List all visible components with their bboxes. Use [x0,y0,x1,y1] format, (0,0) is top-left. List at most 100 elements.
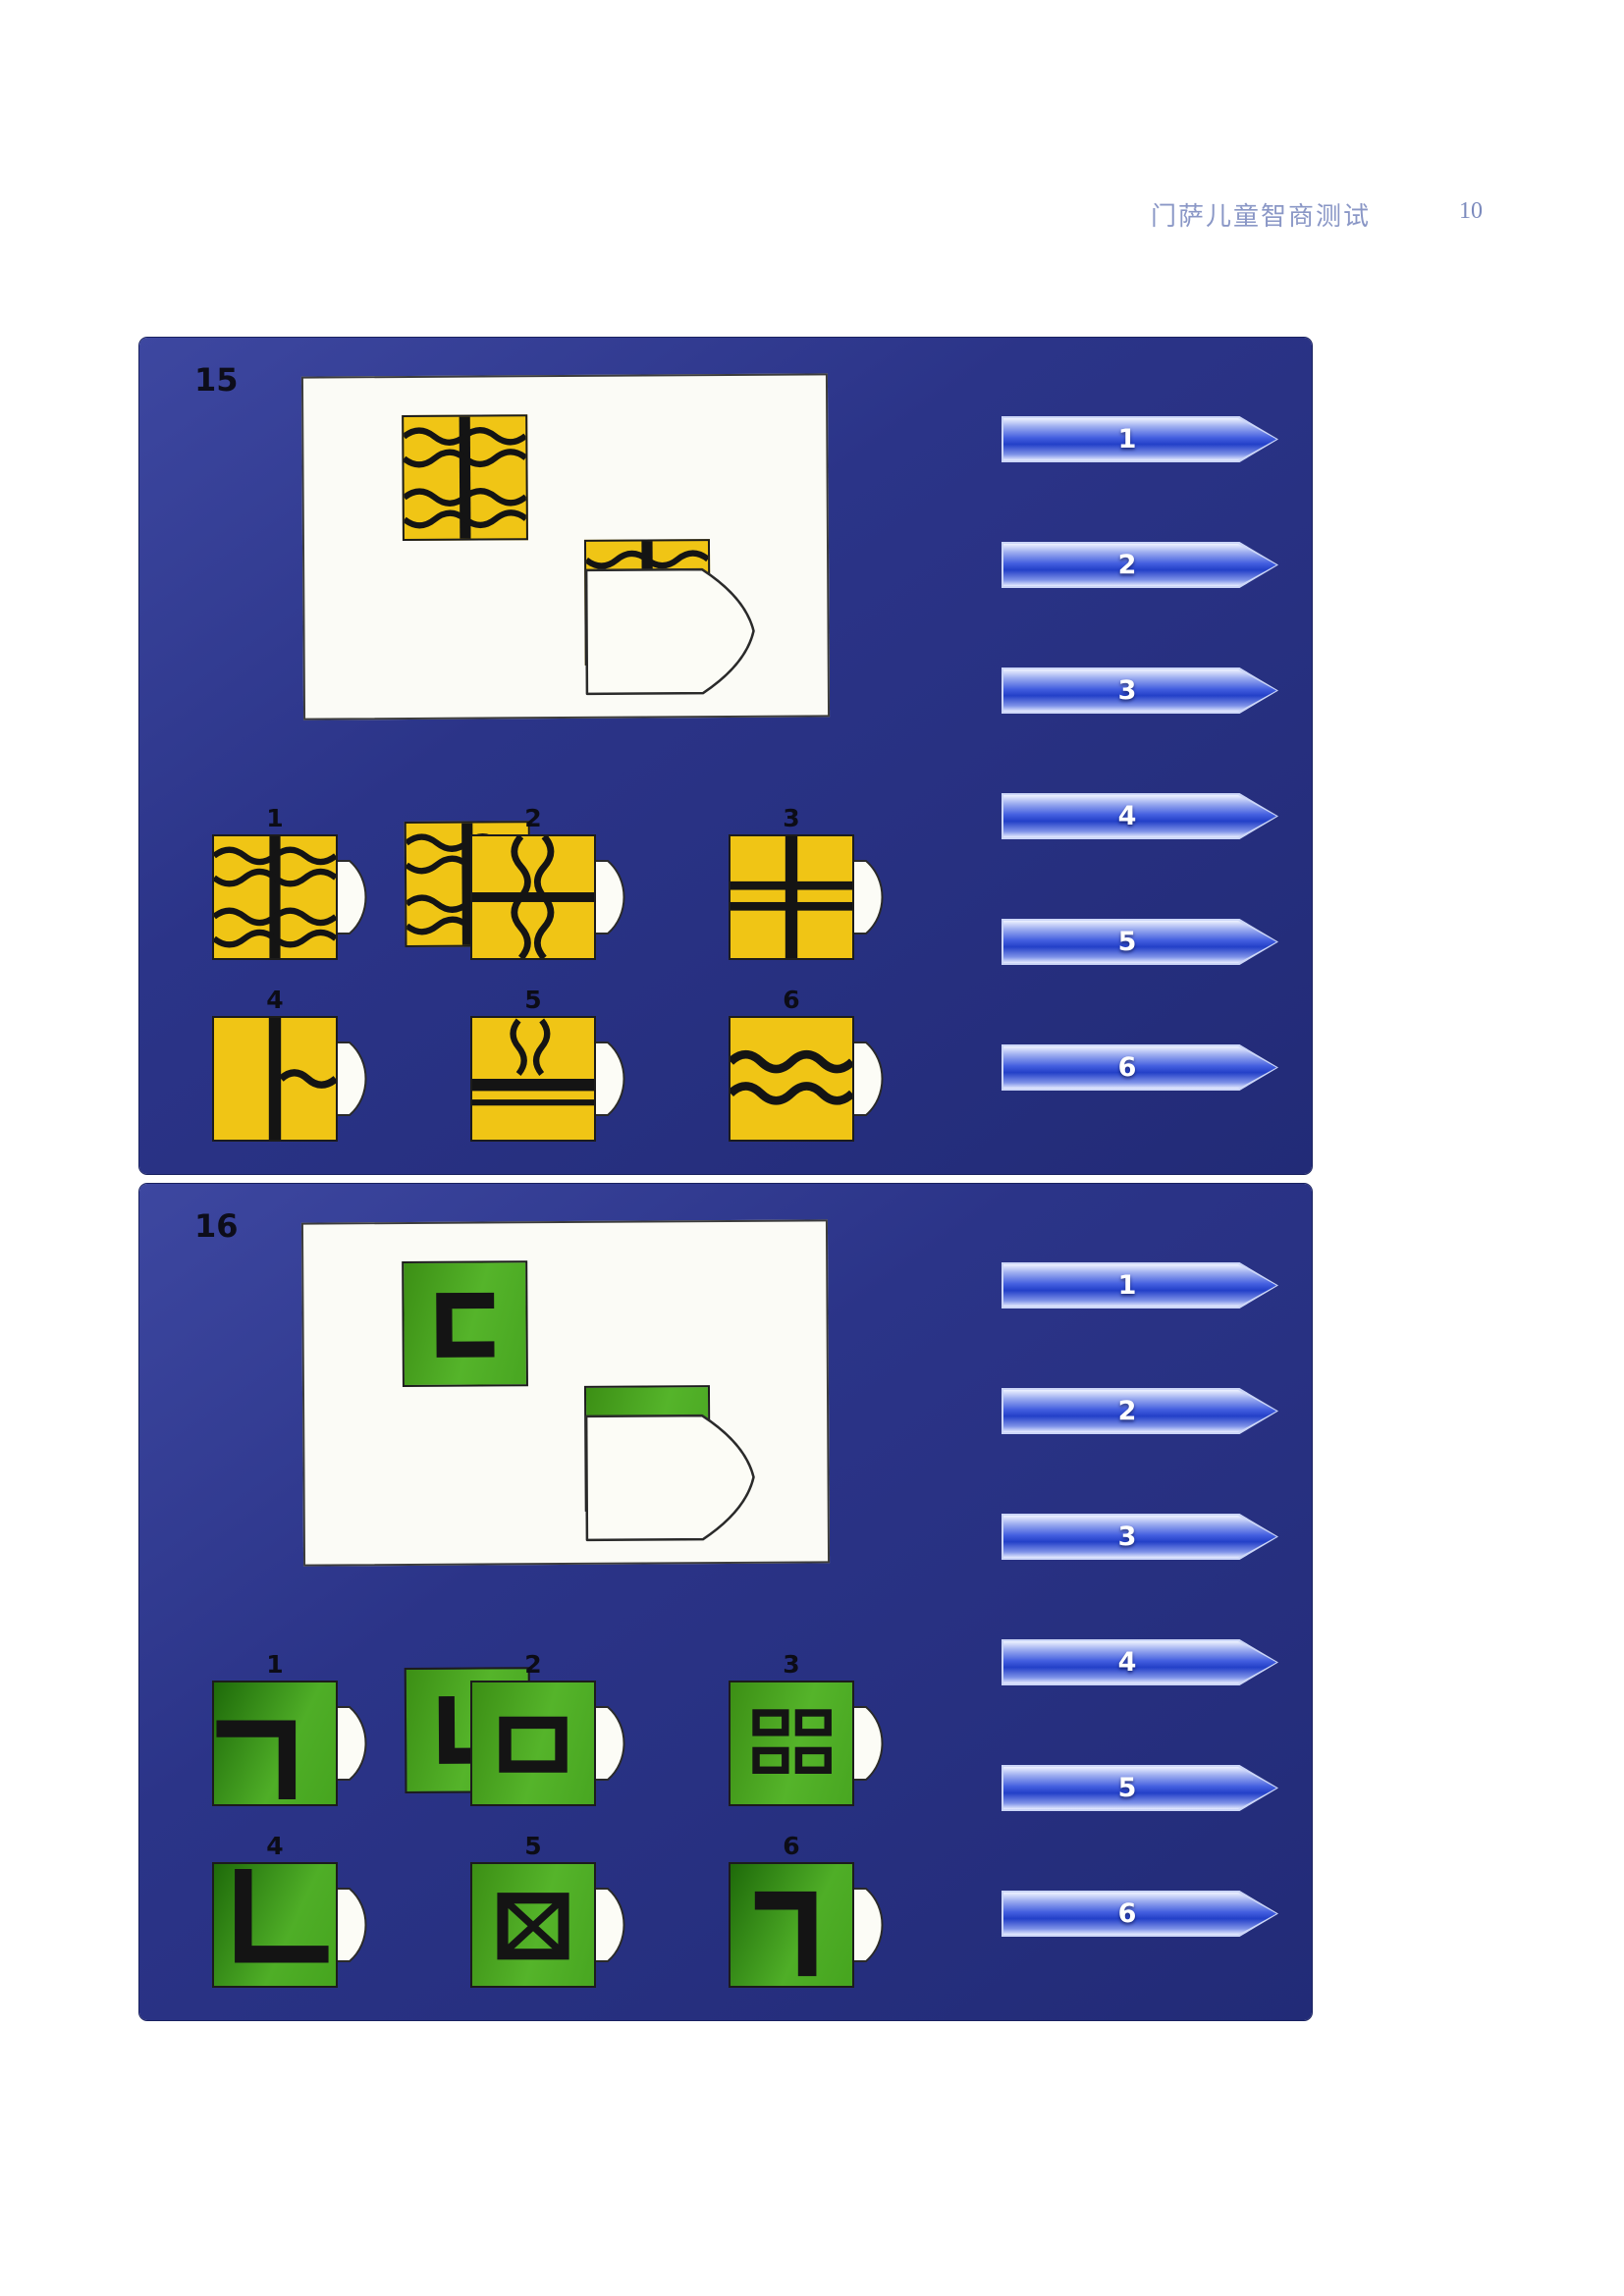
pattern-open-square-bracket-right [436,1292,495,1358]
blank-arrow-piece [584,1414,755,1542]
button-label: 4 [1117,801,1137,831]
option-tile-3[interactable] [729,834,899,960]
question-15-panel: 15 [139,338,1312,1174]
pattern-vertical-bar-right-wave [268,1018,336,1140]
button-fill [1003,544,1276,586]
answer-buttons-group: 1 2 3 4 5 6 [1001,416,1278,1091]
option-2: 2 [470,1651,641,1810]
option-1: 1 [212,805,383,964]
button-label: 3 [1117,1522,1137,1552]
pattern-horizontal-bars-top-waves [472,1018,594,1106]
answer-button-3[interactable]: 3 [1001,1514,1278,1560]
button-fill [1003,921,1276,963]
option-number: 4 [266,986,284,1014]
pattern-l-shape-bottom-left [235,1868,329,1963]
question-16-panel: 1 6 1 [139,1184,1312,2020]
button-fill [1003,1641,1276,1683]
option-tile-5[interactable] [470,1862,641,1988]
option-number: 1 [266,804,284,832]
option-number: 1 [266,1650,284,1679]
answer-button-5[interactable]: 5 [1001,1765,1278,1811]
option-tile-4[interactable] [212,1016,383,1142]
option-tile-4[interactable] [212,1862,383,1988]
option-2: 2 [470,805,641,964]
option-tile-square [729,1016,854,1142]
missing-piece-slot [584,566,758,697]
piece-tab-icon [594,1681,637,1806]
option-tile-5[interactable] [470,1016,641,1142]
button-label: 6 [1117,1898,1137,1929]
button-fill [1003,795,1276,837]
answer-buttons-group: 1 2 3 4 5 6 [1001,1262,1278,1937]
option-tile-square [729,1681,854,1806]
option-tile-square [470,1681,596,1806]
pattern-corner-top-right-thick [754,1891,817,1977]
page-number: 10 [1459,198,1483,224]
pattern-four-small-hollow-rectangles [752,1709,832,1774]
option-tile-6[interactable] [729,1862,899,1988]
piece-tab-icon [852,1862,895,1988]
button-fill [1003,1046,1276,1089]
pattern-trunk-wavy-branches [214,836,336,958]
option-tile-square [729,834,854,960]
pattern-rectangle-with-x [497,1893,569,1960]
button-fill [1003,1264,1276,1307]
answer-button-1[interactable]: 1 [1001,416,1278,462]
pattern-horizontal-bar-vertical-waves [472,836,594,958]
option-tile-1[interactable] [212,834,383,960]
option-tile-2[interactable] [470,834,641,960]
answer-button-5[interactable]: 5 [1001,919,1278,965]
piece-tab-icon [336,1016,379,1142]
button-label: 3 [1117,675,1137,706]
option-tile-2[interactable] [470,1681,641,1806]
answer-button-2[interactable]: 2 [1001,542,1278,588]
option-number: 5 [524,986,542,1014]
option-4: 4 [212,987,383,1146]
question-number: 15 [194,361,239,399]
option-tile-1[interactable] [212,1681,383,1806]
button-fill [1003,669,1276,712]
option-tile-3[interactable] [729,1681,899,1806]
blank-arrow-piece [584,567,755,696]
button-fill [1003,418,1276,460]
option-6: 6 [729,1833,899,1992]
button-label: 5 [1117,927,1137,957]
button-label: 2 [1117,550,1137,580]
puzzle-matrix-box [300,1219,831,1794]
piece-tab-icon [852,834,895,960]
option-tiles-group: 1 2 [212,805,987,1146]
option-tile-square [470,834,596,960]
button-fill [1003,1767,1276,1809]
answer-button-3[interactable]: 3 [1001,667,1278,714]
button-fill [1003,1893,1276,1935]
answer-button-6[interactable]: 6 [1001,1891,1278,1937]
option-number: 2 [524,804,542,832]
answer-button-4[interactable]: 4 [1001,1639,1278,1685]
piece-tab-icon [336,1862,379,1988]
piece-tab-icon [336,834,379,960]
piece-tab-icon [852,1681,895,1806]
option-number: 6 [783,986,800,1014]
pattern-hollow-rectangle [499,1716,568,1773]
option-tiles-group: 1 2 [212,1651,987,1992]
option-4: 4 [212,1833,383,1992]
option-tile-square [212,1016,338,1142]
option-tile-square [212,1862,338,1988]
option-1: 1 [212,1651,383,1810]
button-label: 4 [1117,1647,1137,1678]
missing-piece-slot [584,1413,758,1543]
button-label: 2 [1117,1396,1137,1426]
option-number: 3 [783,1650,800,1679]
option-tile-6[interactable] [729,1016,899,1142]
option-number: 5 [524,1832,542,1860]
option-tile-square [212,834,338,960]
option-tile-square [470,1016,596,1142]
pattern-two-horizontal-waves [731,1049,852,1105]
answer-button-6[interactable]: 6 [1001,1044,1278,1091]
answer-button-1[interactable]: 1 [1001,1262,1278,1308]
answer-button-2[interactable]: 2 [1001,1388,1278,1434]
button-fill [1003,1516,1276,1558]
answer-button-4[interactable]: 4 [1001,793,1278,839]
pattern-corner-top-right-from-edge [216,1720,297,1800]
piece-tab-icon [594,1862,637,1988]
